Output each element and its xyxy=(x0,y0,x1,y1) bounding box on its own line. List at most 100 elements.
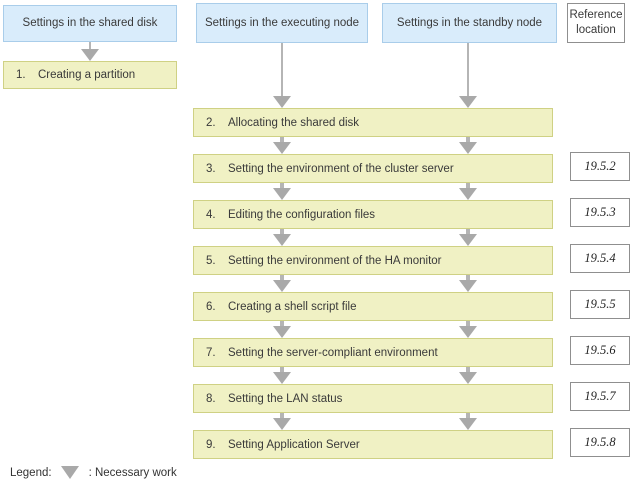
arrow-stem xyxy=(280,275,284,280)
arrow-head xyxy=(273,96,291,108)
arrow-stem xyxy=(281,43,283,96)
arrow-stem xyxy=(466,275,470,280)
arrow-down-icon xyxy=(459,413,477,430)
step-label: Creating a shell script file xyxy=(228,300,357,313)
step-box-6: 6. Creating a shell script file xyxy=(193,292,553,321)
step-box-2: 2. Allocating the shared disk xyxy=(193,108,553,137)
reference-box-19-5-6: 19.5.6 xyxy=(570,336,630,365)
reference-box-19-5-5: 19.5.5 xyxy=(570,290,630,319)
column-header-label: Settings in the executing node xyxy=(204,16,360,29)
reference-number: 19.5.3 xyxy=(584,205,616,219)
step-number: 6. xyxy=(206,300,216,313)
step-label: Setting the LAN status xyxy=(228,392,343,405)
step-number: 3. xyxy=(206,162,216,175)
reference-number: 19.5.5 xyxy=(584,297,616,311)
step-box-7: 7. Setting the server-compliant environm… xyxy=(193,338,553,367)
step-label: Setting Application Server xyxy=(228,438,360,451)
reference-number: 19.5.8 xyxy=(584,435,616,449)
arrow-down-icon xyxy=(273,367,291,384)
arrow-down-icon xyxy=(273,229,291,246)
column-header-shared-disk: Settings in the shared disk xyxy=(3,5,177,42)
arrow-head xyxy=(459,280,477,292)
arrow-head xyxy=(459,188,477,200)
column-header-reference-location: Reference location xyxy=(567,3,625,43)
step-box-4: 4. Editing the configuration files xyxy=(193,200,553,229)
necessary-work-triangle-icon xyxy=(60,466,79,479)
step-number: 4. xyxy=(206,208,216,221)
arrow-stem xyxy=(466,321,470,326)
arrow-head xyxy=(273,188,291,200)
arrow-down-icon xyxy=(273,275,291,292)
reference-number: 19.5.4 xyxy=(584,251,616,265)
step-number: 2. xyxy=(206,116,216,129)
arrow-down-icon xyxy=(459,367,477,384)
arrow-head xyxy=(273,234,291,246)
arrow-stem xyxy=(467,43,469,96)
step-label: Editing the configuration files xyxy=(228,208,376,221)
column-header-standby-node: Settings in the standby node xyxy=(382,3,557,43)
reference-box-19-5-4: 19.5.4 xyxy=(570,244,630,273)
arrow-stem xyxy=(466,413,470,418)
arrow-head xyxy=(459,418,477,430)
arrow-down-icon xyxy=(273,137,291,154)
arrow-down-icon xyxy=(459,229,477,246)
reference-box-19-5-3: 19.5.3 xyxy=(570,198,630,227)
step-label: Setting the environment of the HA monito… xyxy=(228,254,442,267)
arrow-head xyxy=(459,96,477,108)
step-number: 8. xyxy=(206,392,216,405)
step-label: Setting the server-compliant environment xyxy=(228,346,438,359)
arrow-down-icon xyxy=(273,43,291,108)
column-header-label: Settings in the shared disk xyxy=(22,17,158,29)
reference-number: 19.5.2 xyxy=(584,159,616,173)
step-label: Creating a partition xyxy=(38,69,136,81)
step-label: Setting the environment of the cluster s… xyxy=(228,162,454,175)
step-number: 1. xyxy=(16,69,26,81)
arrow-down-icon xyxy=(273,183,291,200)
arrow-head xyxy=(459,326,477,338)
arrow-down-icon xyxy=(81,42,99,61)
arrow-stem xyxy=(466,137,470,142)
reference-box-19-5-2: 19.5.2 xyxy=(570,152,630,181)
arrow-head xyxy=(273,418,291,430)
arrow-stem xyxy=(280,321,284,326)
step-label: Allocating the shared disk xyxy=(228,116,360,129)
arrow-stem xyxy=(280,183,284,188)
legend-label: Legend: xyxy=(10,466,52,479)
arrow-down-icon xyxy=(459,321,477,338)
step-box-3: 3. Setting the environment of the cluste… xyxy=(193,154,553,183)
step-number: 9. xyxy=(206,438,216,451)
arrow-stem xyxy=(280,413,284,418)
arrow-down-icon xyxy=(459,183,477,200)
arrow-stem xyxy=(280,229,284,234)
arrow-stem xyxy=(466,183,470,188)
arrow-down-icon xyxy=(459,275,477,292)
column-header-label: Reference location xyxy=(569,9,623,36)
reference-number: 19.5.6 xyxy=(584,343,616,357)
step-box-8: 8. Setting the LAN status xyxy=(193,384,553,413)
arrow-stem xyxy=(280,367,284,372)
column-header-executing-node: Settings in the executing node xyxy=(196,3,368,43)
arrow-head xyxy=(273,326,291,338)
column-header-label: Settings in the standby node xyxy=(396,16,543,29)
arrow-head xyxy=(273,280,291,292)
arrow-head xyxy=(273,372,291,384)
reference-box-19-5-8: 19.5.8 xyxy=(570,428,630,457)
arrow-down-icon xyxy=(273,321,291,338)
step-number: 5. xyxy=(206,254,216,267)
arrow-down-icon xyxy=(459,43,477,108)
reference-box-19-5-7: 19.5.7 xyxy=(570,382,630,411)
arrow-stem xyxy=(466,367,470,372)
legend-description: : Necessary work xyxy=(88,466,177,479)
arrow-down-icon xyxy=(273,413,291,430)
arrow-head xyxy=(81,49,99,61)
step-box-5: 5. Setting the environment of the HA mon… xyxy=(193,246,553,275)
arrow-head xyxy=(459,142,477,154)
arrow-stem xyxy=(280,137,284,142)
arrow-stem xyxy=(466,229,470,234)
reference-number: 19.5.7 xyxy=(584,389,616,403)
arrow-head xyxy=(273,142,291,154)
step-number: 7. xyxy=(206,346,216,359)
step-box-9: 9. Setting Application Server xyxy=(193,430,553,459)
arrow-head xyxy=(459,372,477,384)
